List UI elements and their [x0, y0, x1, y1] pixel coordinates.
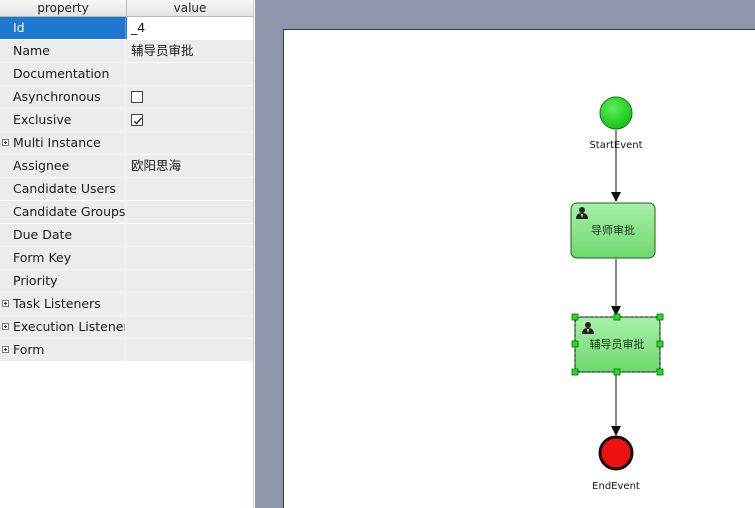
expand-plus-icon[interactable]	[2, 346, 9, 353]
property-row-id[interactable]: Id _4	[0, 17, 253, 40]
property-row-asynchronous[interactable]: Asynchronous	[0, 86, 253, 109]
user-task-1[interactable]	[570, 202, 656, 259]
property-label: Form Key	[0, 247, 126, 269]
property-row-task-listeners[interactable]: Task Listeners	[0, 293, 253, 316]
property-label: Name	[0, 40, 126, 62]
property-grid-header: property value	[0, 0, 253, 17]
property-row-form[interactable]: Form	[0, 339, 253, 362]
property-label: Form	[0, 339, 126, 361]
property-label: Execution Listeners	[0, 316, 126, 338]
user-task-icon	[576, 207, 588, 219]
property-label: Multi Instance	[0, 132, 126, 154]
property-label: Documentation	[0, 63, 126, 85]
property-row-candidate-users[interactable]: Candidate Users	[0, 178, 253, 201]
property-row-documentation[interactable]: Documentation	[0, 63, 253, 86]
property-row-form-key[interactable]: Form Key	[0, 247, 253, 270]
sequence-flow-3[interactable]	[611, 373, 621, 436]
start-event-label: StartEvent	[589, 140, 642, 151]
property-label: Candidate Groups	[0, 201, 126, 223]
property-row-due-date[interactable]: Due Date	[0, 224, 253, 247]
property-row-candidate-groups[interactable]: Candidate Groups	[0, 201, 253, 224]
property-label: Assignee	[0, 155, 126, 177]
sequence-flow-2[interactable]	[611, 259, 621, 316]
property-column-header[interactable]: property	[37, 1, 89, 15]
property-row-priority[interactable]: Priority	[0, 270, 253, 293]
property-row-assignee[interactable]: Assignee 欧阳思海	[0, 155, 253, 178]
end-event-label: EndEvent	[592, 481, 640, 492]
value-column-header[interactable]: value	[173, 1, 207, 15]
property-label: Priority	[0, 270, 126, 292]
end-event[interactable]	[598, 435, 634, 471]
diagram-canvas[interactable]	[283, 29, 755, 508]
property-panel: property value Id _4 Name 辅导员审批 Document…	[0, 0, 254, 508]
property-label: Id	[0, 17, 126, 39]
property-label: Exclusive	[0, 109, 126, 131]
asynchronous-checkbox[interactable]	[131, 91, 143, 103]
expand-plus-icon[interactable]	[2, 300, 9, 307]
assignee-value-field[interactable]: 欧阳思海	[131, 158, 182, 173]
expand-plus-icon[interactable]	[2, 323, 9, 330]
start-event[interactable]	[599, 96, 633, 130]
user-task-1-label: 导师审批	[591, 223, 635, 237]
property-label: Due Date	[0, 224, 126, 246]
property-row-name[interactable]: Name 辅导员审批	[0, 40, 253, 63]
property-label: Candidate Users	[0, 178, 126, 200]
property-row-multi-instance[interactable]: Multi Instance	[0, 132, 253, 155]
id-value-field[interactable]: _4	[127, 17, 253, 39]
user-task-icon	[582, 322, 594, 334]
checkmark-icon	[133, 117, 143, 125]
property-row-execution-listeners[interactable]: Execution Listeners	[0, 316, 253, 339]
property-row-exclusive[interactable]: Exclusive	[0, 109, 253, 132]
property-label: Asynchronous	[0, 86, 126, 108]
exclusive-checkbox[interactable]	[131, 114, 143, 126]
property-label: Task Listeners	[0, 293, 126, 315]
expand-plus-icon[interactable]	[2, 139, 9, 146]
selection-handles[interactable]	[571, 313, 664, 376]
name-value-field[interactable]: 辅导员审批	[131, 43, 194, 58]
user-task-2-label: 辅导员审批	[590, 337, 645, 351]
sequence-flow-1[interactable]	[611, 130, 621, 202]
